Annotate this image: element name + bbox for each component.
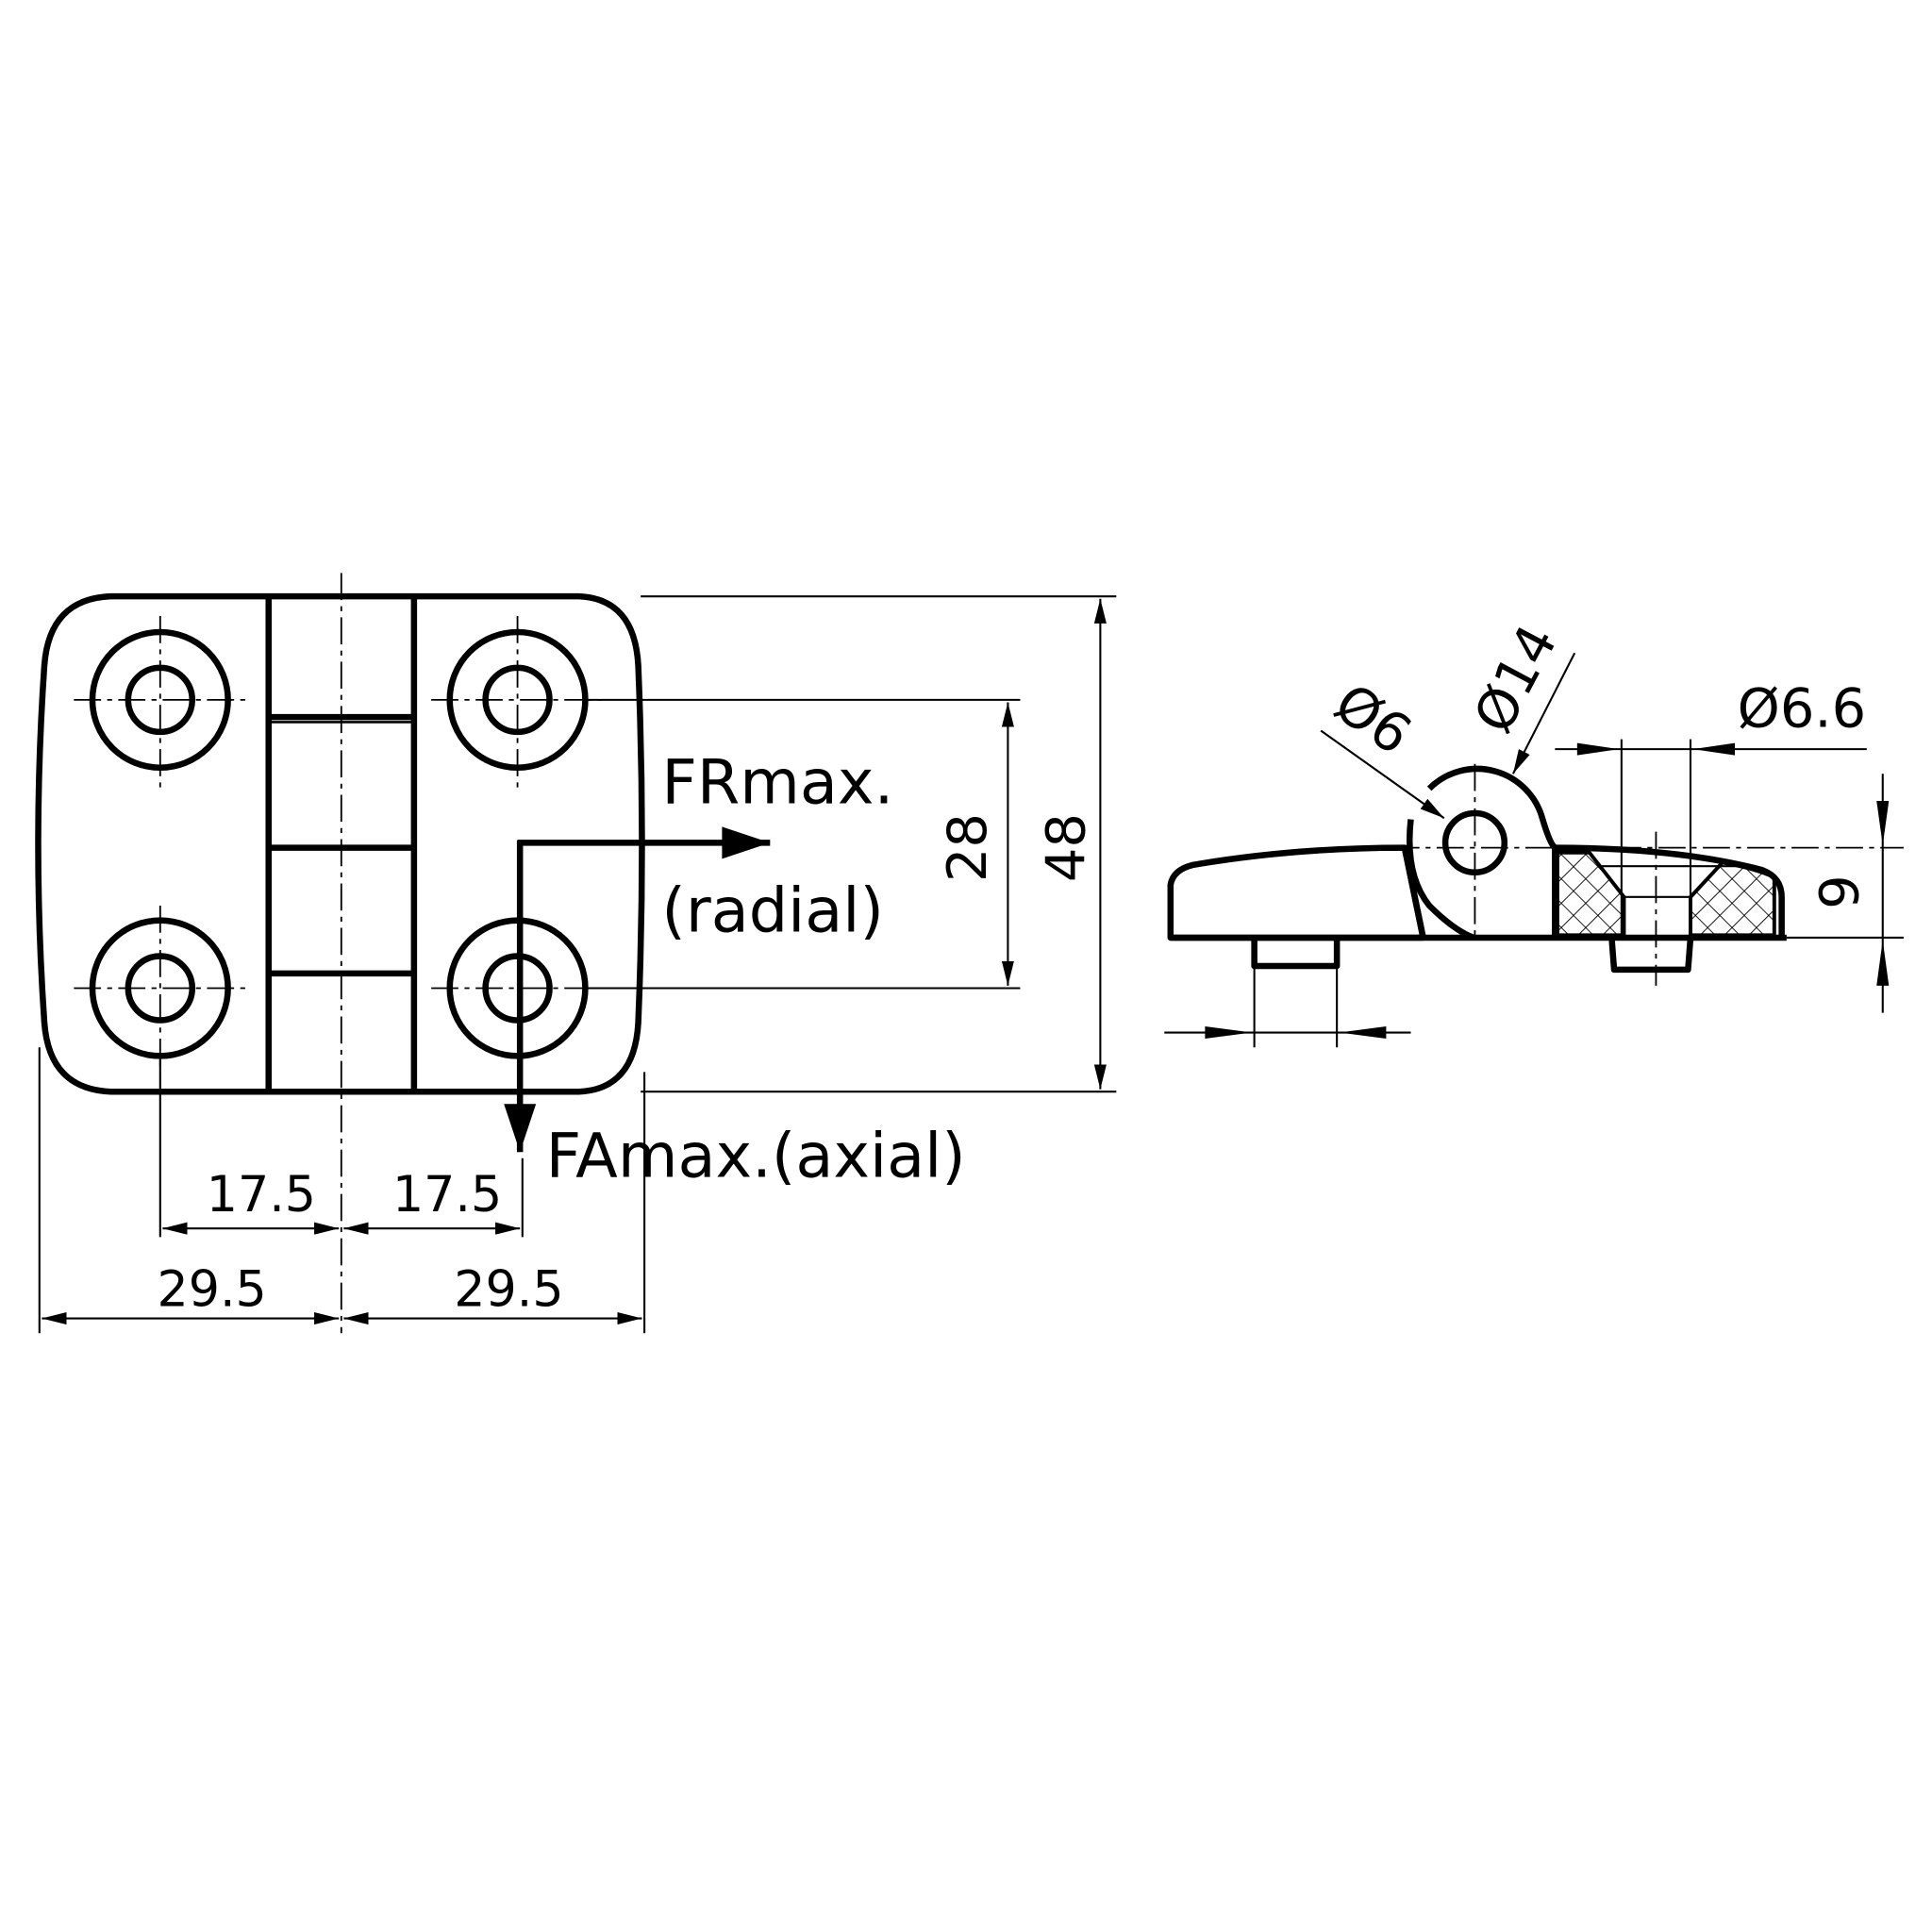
hatch-left xyxy=(1555,850,1626,938)
hole-top-left xyxy=(74,616,247,789)
hole-top-right xyxy=(431,616,604,789)
dim-17-5-right-label: 17.5 xyxy=(392,1167,502,1224)
pin-diameter-label: Ø6 xyxy=(1324,672,1423,768)
hatch-right xyxy=(1689,860,1776,938)
side-view: Ø6.6 9 Ø6 Ø14 xyxy=(1164,615,1904,1048)
hole-bottom-left xyxy=(74,905,247,1073)
knuckle-diameter-leader xyxy=(1511,652,1576,774)
left-leaf xyxy=(1167,844,1426,941)
dim-28-label: 28 xyxy=(936,813,999,882)
mounting-holes xyxy=(74,616,604,1073)
knuckle-outline xyxy=(1406,765,1557,941)
dim-48-label: 48 xyxy=(1034,813,1097,882)
radial-force-sublabel: (radial) xyxy=(661,874,884,946)
radial-force-label: FRmax. xyxy=(661,747,893,819)
front-view: 28 48 17.5 17.5 29.5 29.5 FRmax. (radial… xyxy=(35,573,1117,1334)
left-stub xyxy=(1251,937,1341,970)
dim-17-5-left-label: 17.5 xyxy=(207,1167,316,1224)
pin-diameter-leader xyxy=(1320,729,1445,820)
dim-29-5-right-label: 29.5 xyxy=(454,1261,563,1318)
right-stub xyxy=(1608,937,1694,974)
extension-lines xyxy=(38,595,1117,1334)
axial-force-label: FAmax.(axial) xyxy=(546,1120,966,1191)
knuckle-diameter-label: Ø14 xyxy=(1461,615,1570,743)
dim-29-5-left-label: 29.5 xyxy=(157,1261,266,1318)
thickness-label: 9 xyxy=(1808,874,1872,909)
hole-diameter-label: Ø6.6 xyxy=(1738,677,1867,741)
hinge-outline xyxy=(35,592,645,1095)
